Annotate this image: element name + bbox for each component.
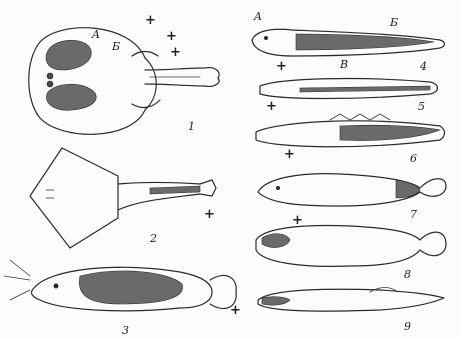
- figure-6-sign: +: [284, 147, 295, 162]
- eye: [54, 284, 59, 289]
- figure-5-number: 5: [418, 100, 425, 113]
- figure-8-fish: 8: [256, 226, 446, 281]
- figure-1-number: 1: [188, 120, 195, 133]
- electric-organ: [340, 125, 440, 140]
- eye: [264, 36, 268, 40]
- electric-organ: [262, 234, 290, 248]
- eye: [47, 81, 53, 87]
- electric-organ: [396, 180, 420, 198]
- figure-6-fish: + 6: [256, 114, 445, 165]
- figure-7-fish: + 7: [258, 174, 446, 228]
- figure-4-letter-a: A: [253, 10, 262, 23]
- figure-4-letter-b: Б: [389, 16, 398, 29]
- figure-4-eel: A Б В + 4: [252, 10, 445, 74]
- figure-1-torpedo: A Б + + + 1: [29, 13, 219, 134]
- figure-1-letter-b: Б: [111, 40, 120, 53]
- electric-organ-upper: [46, 40, 91, 70]
- electric-organ: [300, 86, 430, 92]
- eye: [276, 186, 280, 190]
- electric-organ-lower: [46, 84, 96, 110]
- figure-9-number: 9: [404, 320, 411, 333]
- figure-5-sign: +: [266, 99, 277, 114]
- figure-4-number: 4: [419, 60, 427, 73]
- figure-1-letter-a: A: [91, 28, 100, 41]
- figure-4-sign: +: [276, 59, 287, 74]
- figure-1-sign: +: [166, 29, 177, 44]
- figure-8-number: 8: [404, 268, 411, 281]
- figure-2-sign: +: [204, 207, 215, 222]
- figure-3-sign: +: [230, 303, 241, 318]
- figure-4-letter-v: В: [339, 58, 348, 71]
- figure-5-fish: + 5: [260, 79, 438, 114]
- figure-6-number: 6: [410, 152, 417, 165]
- figure-1-sign: +: [170, 45, 181, 60]
- figure-3-catfish: + 3: [4, 260, 241, 337]
- figure-9-fish: 9: [258, 288, 444, 334]
- tail-organ: [150, 186, 200, 194]
- figure-1-sign: +: [145, 13, 156, 28]
- figure-2-skate: + 2: [30, 148, 216, 248]
- electric-organ: [262, 297, 290, 306]
- figure-2-number: 2: [149, 232, 157, 245]
- figure-7-number: 7: [410, 208, 417, 221]
- figure-3-number: 3: [122, 324, 129, 337]
- electric-organ: [79, 271, 182, 304]
- eye: [47, 73, 53, 79]
